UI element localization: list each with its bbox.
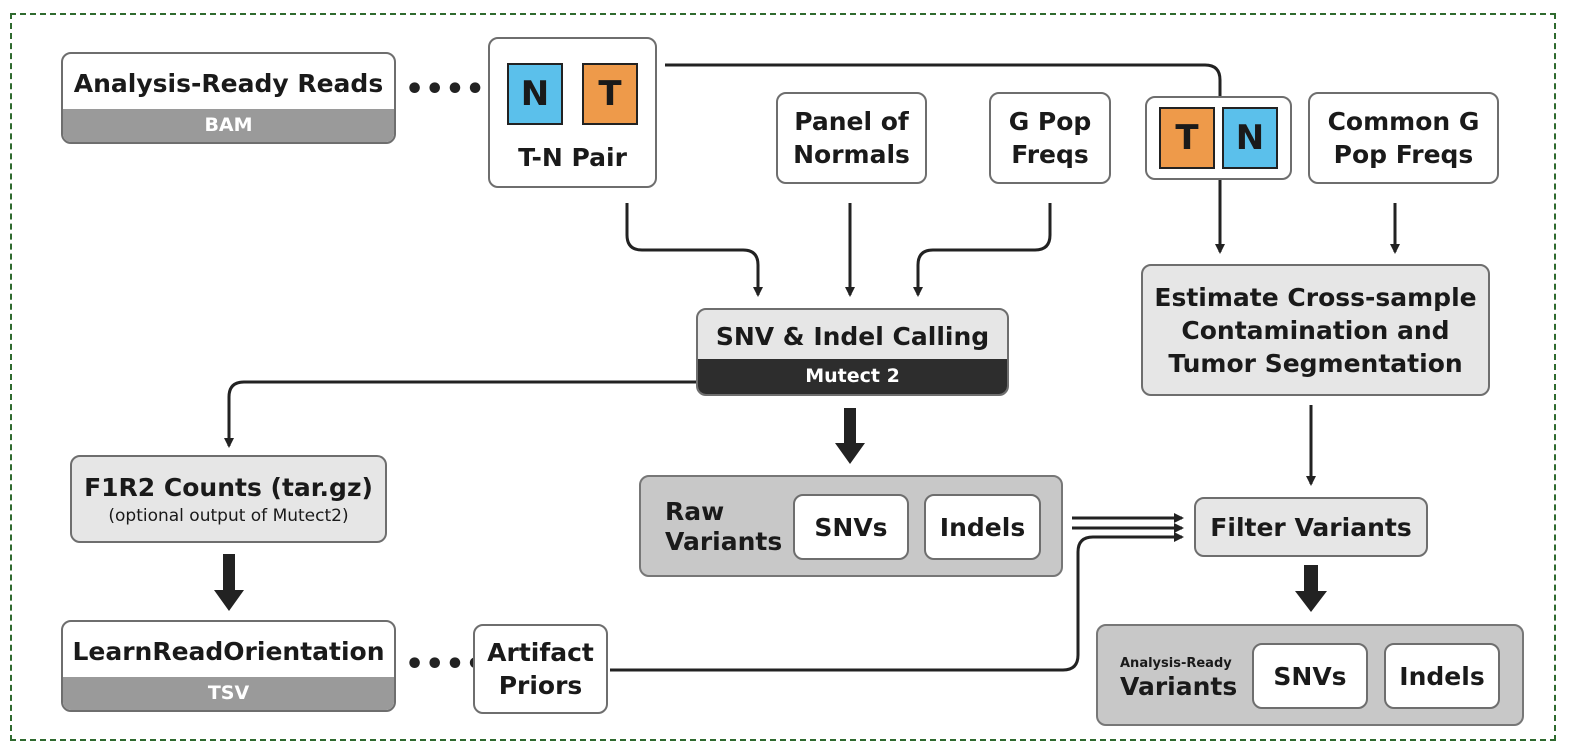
tsv-band: TSV <box>63 677 394 710</box>
estimate-contamination-node: Estimate Cross-sample Contamination and … <box>1141 264 1490 396</box>
edge-tnpair-to-estimate <box>665 63 1225 254</box>
learn-read-orientation-node: LearnReadOrientation TSV <box>61 620 396 712</box>
analysis-ready-variants-label: Analysis-Ready Variants <box>1120 656 1237 702</box>
g-pop-freqs-node: G Pop Freqs <box>989 92 1111 184</box>
analysis-ready-variants-line2: Variants <box>1120 672 1238 701</box>
filter-variants-title: Filter Variants <box>1210 512 1412 542</box>
edge-snv-to-f1r2 <box>224 380 697 448</box>
panel-of-normals-node: Panel of Normals <box>776 92 927 184</box>
thick-arrow-snv-to-raw <box>835 408 865 464</box>
raw-indels-box: Indels <box>924 494 1041 560</box>
analysis-ready-reads-title: Analysis-Ready Reads <box>73 69 384 98</box>
analysis-ready-reads-node: Analysis-Ready Reads BAM <box>61 52 396 144</box>
thick-arrow-filter-to-final <box>1295 565 1327 612</box>
g-pop-freqs-line1: G Pop <box>1008 107 1092 136</box>
raw-variants-group: Raw Variants SNVs Indels <box>639 475 1063 577</box>
edge-gpop-to-snv <box>913 203 1052 297</box>
thick-arrow-f1r2-to-learn <box>214 554 244 611</box>
common-g-pop-freqs-line2: Pop Freqs <box>1333 140 1474 169</box>
normal-sample-tile-2: N <box>1222 107 1278 169</box>
raw-snvs-box: SNVs <box>793 494 909 560</box>
f1r2-counts-subtitle: (optional output of Mutect2) <box>108 505 349 526</box>
f1r2-counts-node: F1R2 Counts (tar.gz) (optional output of… <box>70 455 387 543</box>
analysis-ready-variants-line1: Analysis-Ready <box>1120 656 1232 671</box>
edge-tnpair-to-snv <box>625 203 763 297</box>
common-g-pop-freqs-node: Common G Pop Freqs <box>1308 92 1499 184</box>
tn-pair-label: T-N Pair <box>518 143 627 172</box>
normal-sample-tile: N <box>507 63 563 125</box>
artifact-priors-line2: Priors <box>498 671 583 700</box>
tn-pair-secondary-node: T N <box>1145 96 1292 180</box>
final-indels-box: Indels <box>1384 643 1500 709</box>
panel-of-normals-line1: Panel of <box>794 107 909 136</box>
f1r2-counts-title: F1R2 Counts (tar.gz) <box>84 472 373 502</box>
raw-variants-line1: Raw <box>665 497 725 526</box>
edge-artifact-to-filter <box>610 532 1184 672</box>
raw-variants-label: Raw Variants <box>665 497 782 557</box>
artifact-priors-line1: Artifact <box>487 638 594 667</box>
diagram-frame <box>10 13 1556 741</box>
raw-variants-line2: Variants <box>665 527 783 556</box>
estimate-line3: Tumor Segmentation <box>1168 348 1463 378</box>
artifact-priors-node: Artifact Priors <box>473 624 608 714</box>
snv-indel-calling-title: SNV & Indel Calling <box>715 322 990 351</box>
tumor-sample-tile-2: T <box>1159 107 1215 169</box>
mutect2-band: Mutect 2 <box>698 359 1007 394</box>
g-pop-freqs-line2: Freqs <box>1011 140 1089 169</box>
panel-of-normals-line2: Normals <box>793 140 910 169</box>
common-g-pop-freqs-line1: Common G <box>1327 107 1480 136</box>
final-snvs-box: SNVs <box>1252 643 1368 709</box>
estimate-line1: Estimate Cross-sample <box>1154 282 1477 312</box>
analysis-ready-variants-group: Analysis-Ready Variants SNVs Indels <box>1096 624 1524 726</box>
estimate-line2: Contamination and <box>1181 315 1450 345</box>
snv-indel-calling-node: SNV & Indel Calling Mutect 2 <box>696 308 1009 396</box>
bam-band: BAM <box>63 109 394 142</box>
filter-variants-node: Filter Variants <box>1194 497 1428 557</box>
tn-pair-node: N T T-N Pair <box>488 37 657 188</box>
learn-read-orientation-title: LearnReadOrientation <box>72 637 385 666</box>
tumor-sample-tile: T <box>582 63 638 125</box>
